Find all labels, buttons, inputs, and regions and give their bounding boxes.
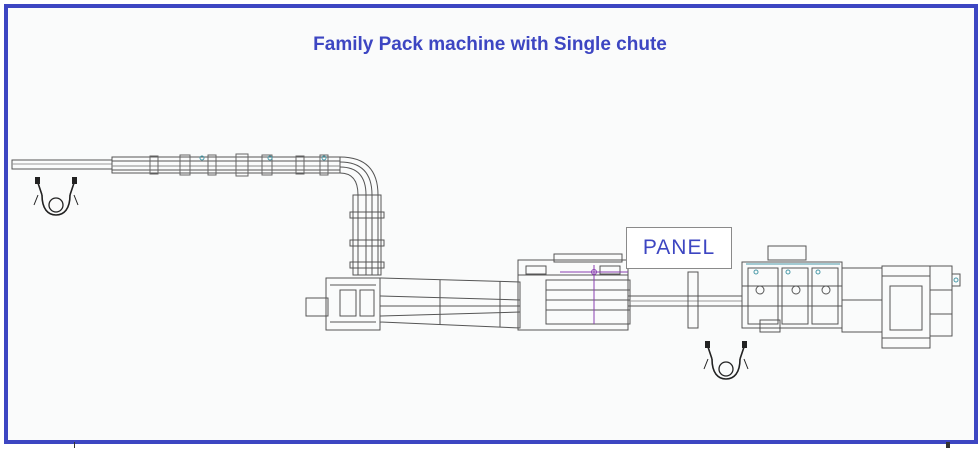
transfer-conveyor xyxy=(627,271,743,329)
operator-figure-icon xyxy=(33,176,79,216)
main-machine-bed xyxy=(305,253,631,331)
panel-label: PANEL xyxy=(642,236,716,259)
packing-station-accents xyxy=(746,263,959,283)
forming-axis-lines xyxy=(560,265,628,324)
control-panel-box: PANEL xyxy=(626,227,732,269)
infeed-conveyor xyxy=(11,153,341,177)
single-chute xyxy=(349,194,385,276)
conveyor-bend xyxy=(339,156,379,196)
operator-figure-icon xyxy=(703,340,749,380)
drawing-title: Family Pack machine with Single chute xyxy=(313,34,667,55)
packing-station xyxy=(741,245,961,349)
frame-tick-left xyxy=(74,442,75,448)
drawing-frame xyxy=(4,4,978,444)
frame-tick-right xyxy=(946,442,950,448)
